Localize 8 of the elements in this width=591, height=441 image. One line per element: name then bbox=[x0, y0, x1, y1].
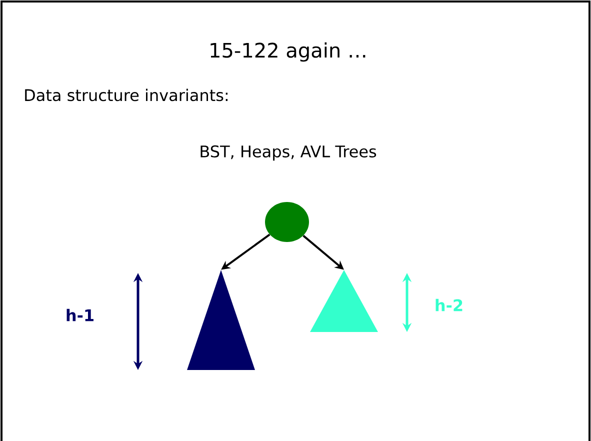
circle bbox=[265, 202, 309, 242]
dimension-label: h-1 bbox=[66, 308, 94, 322]
title: 15-122 again … bbox=[210, 42, 366, 62]
triangle bbox=[187, 270, 255, 370]
triangle bbox=[310, 270, 378, 332]
list-text: BST, Heaps, AVL Trees bbox=[200, 145, 376, 161]
dimension-label: h-2 bbox=[436, 298, 462, 312]
subheading: Data structure invariants: bbox=[25, 88, 228, 102]
